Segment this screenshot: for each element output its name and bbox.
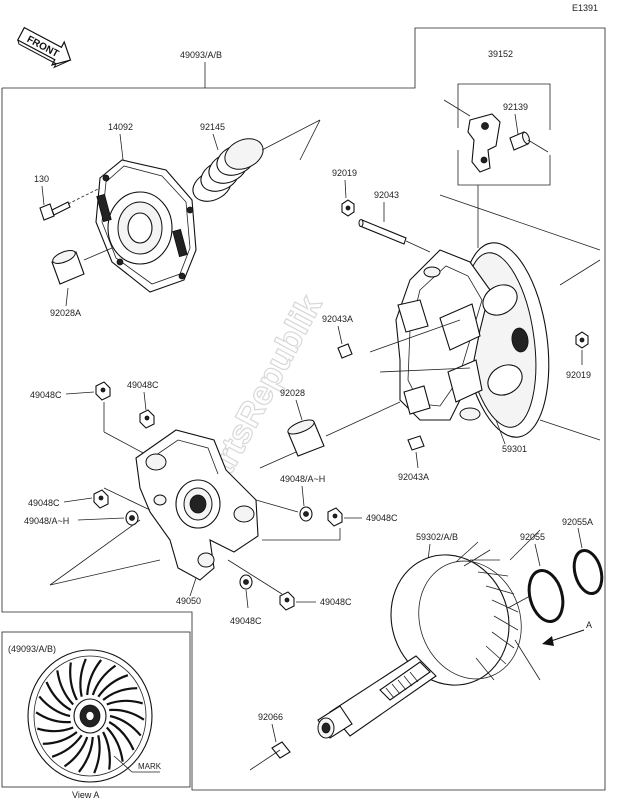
label-92139: 92139 [503, 102, 528, 112]
front-arrow-icon: FRONT [16, 26, 72, 69]
inset-title: (49093/A/B) [8, 644, 56, 654]
label-92145: 92145 [200, 122, 225, 132]
label-92028: 92028 [280, 388, 305, 398]
inset-vane [106, 699, 144, 706]
spring-92145 [192, 138, 264, 202]
view-arrow-icon [542, 629, 585, 646]
inset-vane [56, 670, 74, 706]
inset-vane [93, 735, 101, 774]
label-92043A-bottom: 92043A [398, 472, 429, 482]
label-49048C-c: 49048C [28, 498, 60, 508]
o-ring-92055A [572, 548, 604, 596]
inset-vane [91, 664, 117, 696]
view-a-sheave [27, 649, 153, 783]
inset-vane [106, 726, 124, 762]
fixed-sheave-59302 [317, 541, 522, 739]
pin-92043 [358, 219, 407, 245]
bushing-92028A [51, 250, 85, 285]
label-49048AH-a: 49048/A~H [280, 474, 325, 484]
roller-49048C-a [95, 381, 111, 401]
nut-92019-top [341, 199, 355, 217]
label-130: 130 [34, 174, 49, 184]
label-49048C-d: 49048C [366, 513, 398, 523]
label-arrow-a: A [586, 620, 592, 630]
movable-sheave-59301 [395, 242, 550, 438]
label-49050: 49050 [176, 596, 201, 606]
inset-vane [86, 659, 102, 696]
inset-vane [109, 714, 142, 737]
label-59301: 59301 [502, 444, 527, 454]
inset-vane [97, 674, 129, 698]
inset-vane [102, 687, 138, 701]
nut-92019-right [575, 331, 589, 349]
inset-vane [42, 731, 78, 745]
cover-14092 [95, 159, 197, 293]
label-92055A: 92055A [562, 517, 593, 527]
inset-vane [108, 721, 135, 751]
label-49048C-e: 49048C [230, 616, 262, 626]
weight-part-39152 [467, 113, 501, 173]
roller-49048C-e [239, 574, 253, 590]
cap-92066 [271, 741, 291, 759]
inset-vane [78, 736, 94, 773]
pin-92139 [509, 131, 530, 151]
label-49048AH-b: 49048/A~H [24, 516, 69, 526]
label-92066: 92066 [258, 712, 283, 722]
label-14092: 14092 [108, 122, 133, 132]
pin-92043A-bottom [407, 435, 425, 451]
o-ring-92055 [527, 569, 565, 623]
label-49093: 49093/A/B [180, 50, 222, 60]
inset-mark-label: MARK [138, 762, 162, 771]
inset-vane [63, 736, 89, 768]
inset-vane [69, 662, 78, 701]
roller-49048C-d [327, 507, 343, 527]
label-92043A-top: 92043A [322, 314, 353, 324]
label-92055: 92055 [520, 532, 545, 542]
roller-49048C-b [139, 409, 155, 429]
bolt-130 [39, 187, 101, 221]
label-92028A: 92028A [50, 308, 81, 318]
roller-49048C-c [93, 489, 109, 509]
label-39152: 39152 [488, 49, 513, 59]
inset-vane [45, 681, 72, 711]
inset-caption: View A [72, 790, 99, 800]
roller-49048AH-a [299, 506, 313, 522]
roller-49048C-f [279, 591, 295, 611]
diagram-code: E1391 [572, 3, 598, 13]
inset-view-box [1, 631, 191, 788]
inset-vane [102, 731, 111, 770]
spider-49050 [135, 429, 259, 581]
inset-vane [79, 658, 87, 697]
label-92019-top: 92019 [332, 168, 357, 178]
bushing-92028 [287, 419, 325, 457]
inset-vane [36, 726, 74, 733]
pin-92043A-top [337, 343, 353, 359]
label-59302: 59302/A/B [416, 532, 458, 542]
inset-vane [38, 695, 71, 718]
label-92043: 92043 [374, 190, 399, 200]
inset-vane [51, 734, 83, 758]
label-49048C-b: 49048C [127, 380, 159, 390]
assembly-box-outline [1, 27, 606, 791]
label-49048C-a: 49048C [30, 390, 62, 400]
inset-vane [35, 711, 71, 724]
inset-vane [109, 708, 145, 721]
label-49048C-f: 49048C [320, 597, 352, 607]
roller-49048AH-b [125, 510, 139, 526]
label-92019-right: 92019 [566, 370, 591, 380]
